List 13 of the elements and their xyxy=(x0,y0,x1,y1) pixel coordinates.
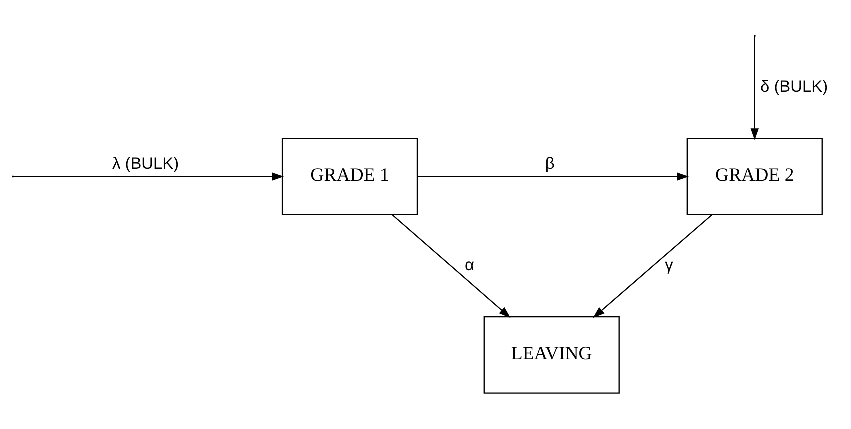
arrow xyxy=(392,214,511,318)
node-box: LEAVING xyxy=(484,316,620,394)
edge-label: α xyxy=(465,256,475,274)
arrow xyxy=(593,214,712,318)
node-box: GRADE 1 xyxy=(282,138,418,216)
edge-label: β xyxy=(545,154,555,173)
edge-label: γ xyxy=(665,256,674,274)
edge-label: δ (BULK) xyxy=(760,78,828,96)
arrow xyxy=(14,172,284,181)
arrow xyxy=(750,36,760,140)
edge-label: λ (BULK) xyxy=(112,154,180,173)
node-box: GRADE 2 xyxy=(686,138,823,216)
arrow xyxy=(418,172,690,181)
